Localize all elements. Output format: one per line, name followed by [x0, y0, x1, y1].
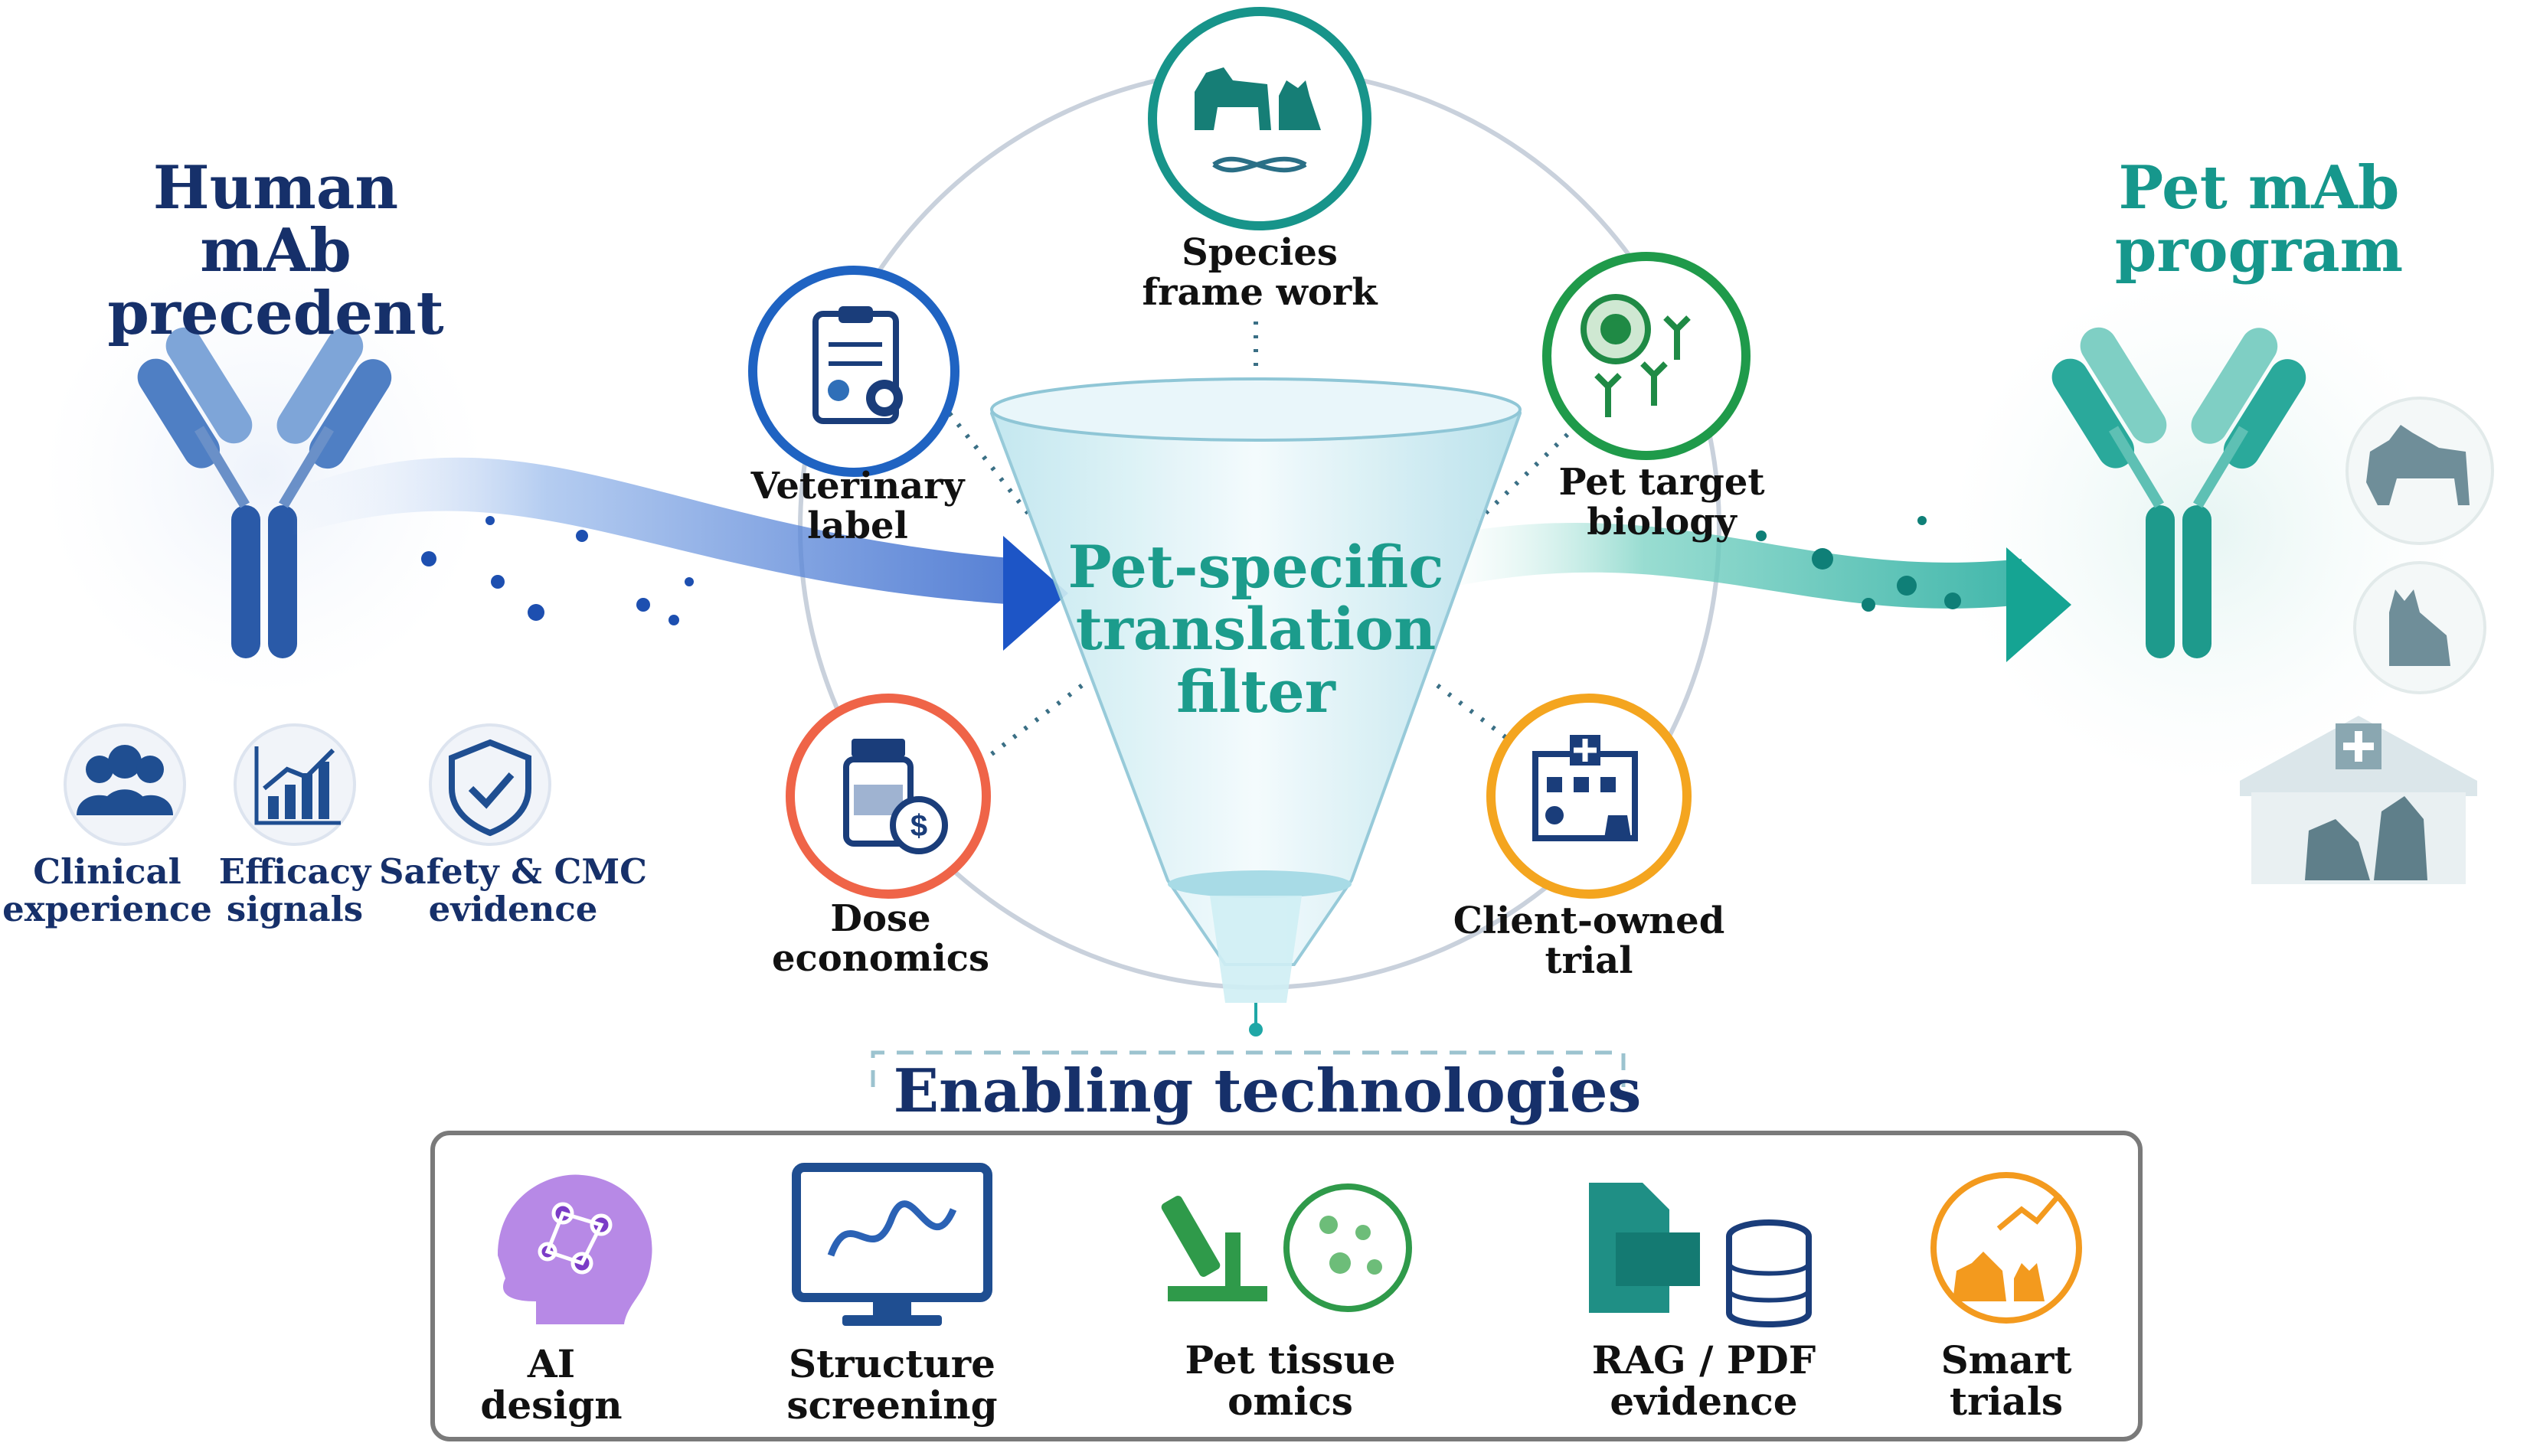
monitor-protein-icon [792, 1163, 992, 1326]
cat-icon [2353, 561, 2486, 694]
enabling-dashed-bracket [871, 1050, 1626, 1087]
enabling-title: Enabling technologies [893, 1056, 1642, 1126]
ai-design-label: AI design [480, 1341, 623, 1428]
vial-dollar-icon: $ [843, 739, 948, 854]
dose-node: $ [786, 694, 991, 899]
species-label: Species frame work [1142, 231, 1378, 314]
pet-mab-title: Pet mAb program [2114, 153, 2404, 286]
clipboard-certificate-icon [812, 306, 903, 424]
smart-trials-label: Smart trials [1940, 1337, 2072, 1424]
human-mab-title: Human mAb precedent [107, 153, 444, 348]
dose-label: Dose economics [772, 897, 989, 980]
veterinary-node [748, 266, 959, 477]
hospital-pets-icon [1532, 735, 1638, 841]
human-evidence-icons [64, 723, 551, 846]
clinical-label: Clinical experience [2, 851, 212, 929]
microscope-cells-icon [1161, 1183, 1412, 1312]
translation-funnel [989, 377, 1522, 1037]
rag-pdf-evidence-label: RAG / PDF evidence [1591, 1337, 1816, 1424]
dog-cat-dna-icon [1195, 67, 1321, 173]
human-antibody-icon [137, 327, 392, 658]
bar-chart-icon [254, 746, 341, 825]
ai-brain-icon [498, 1174, 652, 1324]
trial-label: Client-owned trial [1453, 899, 1725, 982]
connector-lines [947, 322, 1580, 756]
people-group-icon [77, 745, 173, 815]
pet-antibody-icon [2051, 327, 2306, 658]
vet-clinic-icon [2240, 716, 2477, 884]
structure-screening-label: Structure screening [786, 1341, 998, 1428]
svg-text:$: $ [910, 809, 927, 843]
dog-icon [2345, 397, 2494, 545]
funnel-label: Pet-specific translation filter [1067, 533, 1444, 726]
pet-tissue-omics-label: Pet tissue omics [1185, 1337, 1396, 1424]
document-database-icon [1589, 1183, 1812, 1327]
veterinary-label: Veterinary label [750, 465, 965, 547]
shield-check-icon [449, 739, 531, 837]
pets-trend-icon [1930, 1172, 2082, 1324]
pet-target-node [1542, 252, 1751, 460]
filter-to-pet-flow [1440, 516, 2071, 662]
efficacy-label: Efficacy signals [218, 851, 371, 929]
human-to-filter-flow [291, 457, 1068, 651]
trial-node [1486, 694, 1692, 899]
target-label: Pet target biology [1558, 461, 1765, 544]
cell-antibody-icon [1581, 294, 1691, 417]
safety-label: Safety & CMC evidence [379, 851, 647, 929]
species-node [1148, 7, 1371, 230]
